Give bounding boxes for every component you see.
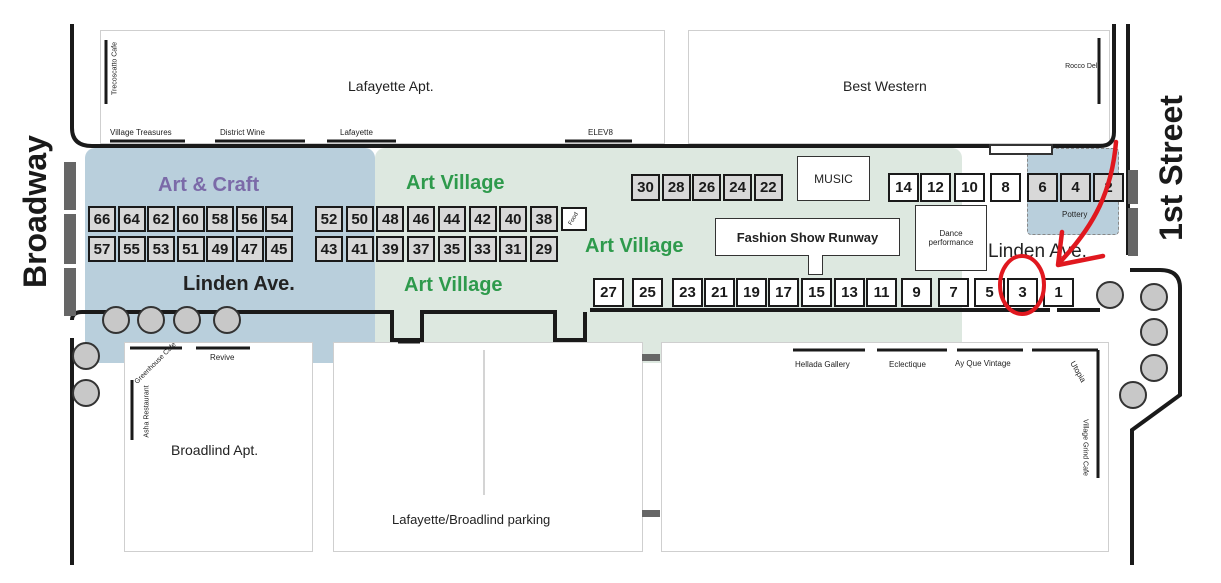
booth-33: 33 — [468, 236, 497, 262]
booth-5: 5 — [974, 278, 1005, 307]
booth-39: 39 — [376, 236, 405, 262]
east-building — [661, 342, 1109, 552]
booth-11: 11 — [866, 278, 897, 307]
booth-10: 10 — [954, 173, 985, 202]
booth-6: 6 — [1027, 173, 1058, 202]
first-street-label: 1st Street — [1153, 95, 1189, 241]
booth-49: 49 — [206, 236, 234, 262]
booth-15: 15 — [801, 278, 832, 307]
runway-extension — [808, 255, 823, 275]
booth-14: 14 — [888, 173, 919, 202]
booth-25: 25 — [632, 278, 663, 307]
best-western-label: Best Western — [843, 78, 927, 94]
shop-hellada: Hellada Gallery — [795, 360, 850, 369]
booth-40: 40 — [499, 206, 528, 232]
booth-31: 31 — [499, 236, 528, 262]
shop-ay-que: Ay Que Vintage — [955, 359, 1011, 368]
food-booth: Food — [561, 207, 587, 231]
booth-43: 43 — [315, 236, 343, 262]
dance-label: Dance performance — [928, 229, 974, 247]
booth-42: 42 — [468, 206, 497, 232]
booth-9: 9 — [901, 278, 932, 307]
booth-30: 30 — [631, 174, 660, 201]
booth-1: 1 — [1043, 278, 1074, 307]
booth-56: 56 — [235, 206, 264, 232]
fashion-runway: Fashion Show Runway — [715, 218, 900, 256]
booth-53: 53 — [147, 236, 175, 262]
booth-37: 37 — [407, 236, 436, 262]
linden-ave-left-label: Linden Ave. — [183, 273, 295, 295]
booth-2: 2 — [1093, 173, 1124, 202]
booth-58: 58 — [206, 206, 234, 232]
shop-village-grind: Village Grind Cafe — [1081, 419, 1089, 476]
pottery-label: Pottery — [1062, 210, 1088, 219]
shop-elev8: ELEV8 — [588, 128, 613, 137]
music-label: MUSIC — [814, 171, 853, 186]
dance-area: Dance performance — [915, 205, 987, 271]
music-stage: MUSIC — [797, 156, 870, 201]
booth-62: 62 — [147, 206, 175, 232]
runway-label: Fashion Show Runway — [736, 229, 879, 245]
booth-38: 38 — [529, 206, 558, 232]
booth-28: 28 — [661, 174, 691, 201]
shop-eclectique: Eclectique — [889, 360, 926, 369]
booth-41: 41 — [345, 236, 374, 262]
booth-48: 48 — [376, 206, 405, 232]
booth-12: 12 — [920, 173, 951, 202]
broadlind-apt-label: Broadlind Apt. — [171, 442, 259, 458]
linden-ave-right-label: Linden Ave. — [988, 241, 1087, 262]
best-western-building — [688, 30, 1110, 144]
art-craft-label: Art & Craft — [158, 174, 260, 196]
shop-district-wine: District Wine — [220, 128, 265, 137]
shop-trecoscatto: Trecoscatto Cafe — [111, 41, 119, 96]
booth-27: 27 — [593, 278, 624, 307]
booth-47: 47 — [235, 236, 264, 262]
booth-64: 64 — [117, 206, 146, 232]
booth-51: 51 — [176, 236, 205, 262]
booth-19: 19 — [736, 278, 767, 307]
booth-21: 21 — [704, 278, 735, 307]
broadway-label: Broadway — [17, 135, 53, 288]
food-label: Food — [567, 211, 581, 227]
booth-46: 46 — [407, 206, 436, 232]
lafayette-apt-label: Lafayette Apt. — [348, 78, 434, 94]
broadlind-apt-building — [124, 342, 313, 552]
parking-building — [333, 342, 643, 552]
lafayette-apt-building — [100, 30, 665, 144]
booth-52: 52 — [315, 206, 343, 232]
booth-35: 35 — [437, 236, 466, 262]
booth-45: 45 — [265, 236, 293, 262]
booth-13: 13 — [834, 278, 865, 307]
booth-23: 23 — [672, 278, 703, 307]
booth-3: 3 — [1007, 278, 1038, 307]
art-village-label-1: Art Village — [406, 172, 505, 194]
shop-rocco: Rocco Deli — [1065, 63, 1099, 70]
booth-55: 55 — [117, 236, 146, 262]
art-village-label-3: Art Village — [404, 274, 503, 296]
booth-22: 22 — [753, 174, 783, 201]
booth-17: 17 — [768, 278, 799, 307]
art-village-label-2: Art Village — [585, 235, 684, 257]
booth-8: 8 — [990, 173, 1021, 202]
booth-57: 57 — [88, 236, 116, 262]
booth-4: 4 — [1060, 173, 1091, 202]
booth-29: 29 — [529, 236, 558, 262]
shop-asha: Asha Restaurant — [143, 385, 151, 438]
parking-label: Lafayette/Broadlind parking — [392, 512, 551, 527]
booth-24: 24 — [723, 174, 753, 201]
shop-lafayette: Lafayette — [340, 128, 373, 137]
shop-revive: Revive — [210, 353, 235, 362]
booth-44: 44 — [437, 206, 466, 232]
booth-7: 7 — [938, 278, 969, 307]
booth-50: 50 — [345, 206, 374, 232]
booth-60: 60 — [176, 206, 205, 232]
booth-66: 66 — [88, 206, 116, 232]
shop-village-treasures: Village Treasures — [110, 128, 172, 137]
booth-54: 54 — [265, 206, 293, 232]
booth-26: 26 — [692, 174, 722, 201]
